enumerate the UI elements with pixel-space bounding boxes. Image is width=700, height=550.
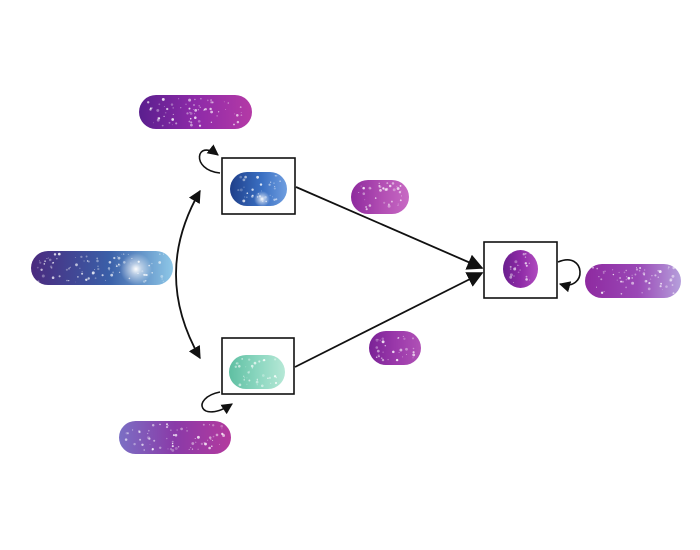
long-cell-purple-top: [139, 95, 252, 129]
long-cell-blue-left: [31, 251, 173, 285]
arrow-bottom-to-merged: [294, 272, 484, 368]
arrow-top-to-merged: [295, 186, 484, 270]
self-loop-top: [198, 144, 221, 174]
long-cell-purple-right: [585, 264, 681, 298]
arrow-bidirectional-left: [175, 189, 201, 360]
short-cell-upper-middle: [351, 180, 409, 214]
long-cell-purple-bottom: [119, 421, 231, 454]
cell-bottom-state: [229, 355, 285, 389]
self-loop-merged: [557, 259, 581, 293]
state-box-top: [221, 157, 296, 215]
self-loop-bottom: [201, 391, 233, 415]
state-box-merged: [483, 241, 558, 299]
short-cell-lower-middle: [369, 331, 421, 365]
state-box-bottom: [221, 337, 295, 395]
cell-top-state: [230, 172, 287, 206]
cell-merged-state: [503, 250, 538, 288]
